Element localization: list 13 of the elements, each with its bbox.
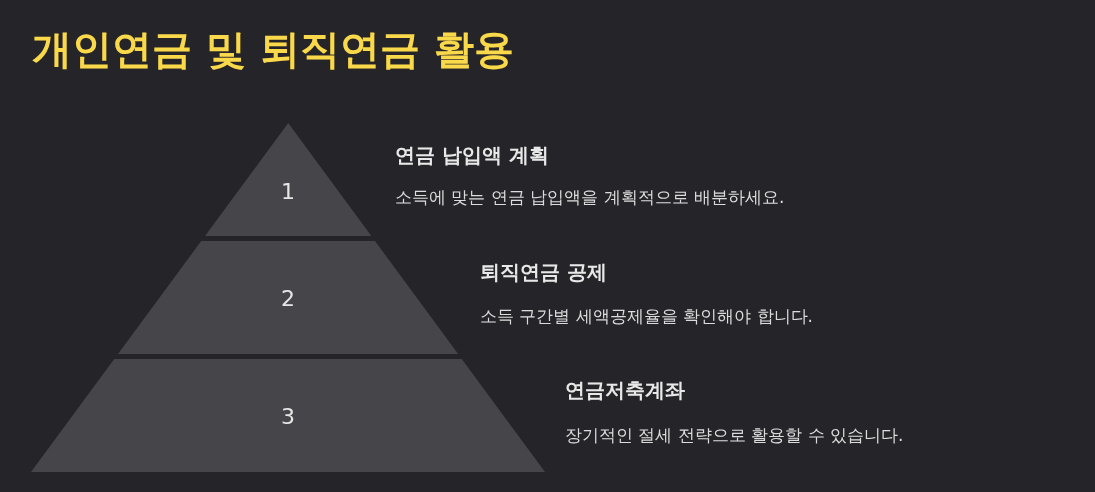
pyramid-layer bbox=[204, 123, 372, 236]
level-heading: 연금 납입액 계획 bbox=[395, 142, 549, 169]
level-description: 장기적인 절세 전략으로 활용할 수 있습니다. bbox=[565, 424, 904, 447]
level-description: 소득 구간별 세액공제율을 확인해야 합니다. bbox=[480, 305, 814, 328]
level-number: 3 bbox=[281, 403, 295, 428]
level-heading: 연금저축계좌 bbox=[565, 377, 685, 404]
pyramid-layer bbox=[117, 241, 459, 354]
pyramid-layer bbox=[31, 359, 545, 472]
level-number: 2 bbox=[281, 285, 295, 310]
level-heading: 퇴직연금 공제 bbox=[480, 259, 607, 286]
level-number: 1 bbox=[281, 178, 295, 204]
level-description: 소득에 맞는 연금 납입액을 계획적으로 배분하세요. bbox=[395, 186, 785, 209]
title: 개인연금 및 퇴직연금 활용 bbox=[32, 25, 514, 74]
